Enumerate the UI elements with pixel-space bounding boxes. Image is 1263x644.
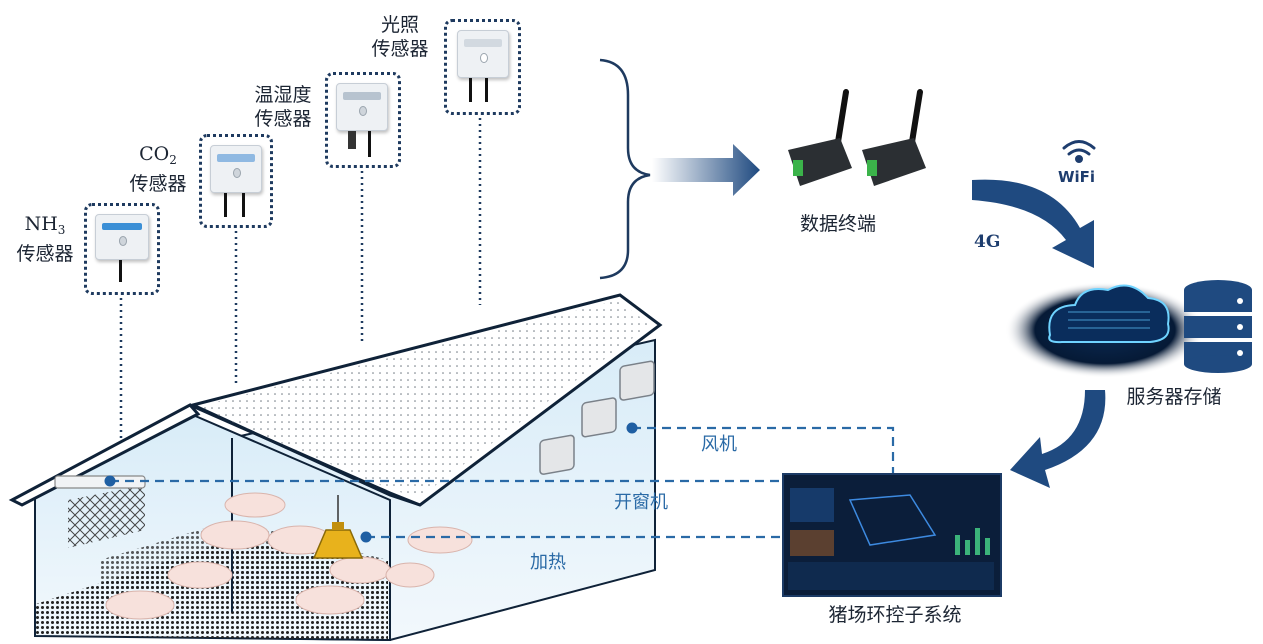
control-system-label: 猪场环控子系统 xyxy=(828,604,962,626)
dashboard-monitor xyxy=(782,473,1002,597)
temperature-humidity-sensor-device xyxy=(336,83,388,131)
sensor-connection-lines xyxy=(119,112,482,440)
co2-sensor-device xyxy=(210,145,262,193)
wifi-label: WiFi xyxy=(1058,168,1096,186)
cloud-database-icon xyxy=(1005,280,1252,378)
nh3-subscript: 3 xyxy=(57,223,66,237)
temperature-humidity-sensor-label: 温湿度 传感器 xyxy=(246,83,320,131)
light-text: 光照 xyxy=(380,14,419,36)
temperature-humidity-text: 温湿度 xyxy=(254,84,312,106)
temperature-humidity-sensor-text: 传感器 xyxy=(254,108,312,130)
co2-sensor-box xyxy=(199,134,273,228)
nh3-formula: NH xyxy=(24,213,58,235)
light-sensor-box xyxy=(444,19,521,115)
light-sensor-text: 传感器 xyxy=(371,38,429,60)
arrow-to-server xyxy=(972,179,1094,268)
window-mesh xyxy=(68,485,145,548)
nh3-sensor-label: NH3 传感器 xyxy=(10,212,80,266)
arrow-to-terminal xyxy=(652,144,760,196)
fan-label: 风机 xyxy=(701,434,737,455)
co2-subscript: 2 xyxy=(169,153,177,167)
actuator-lines xyxy=(110,426,895,539)
light-sensor-label: 光照 传感器 xyxy=(364,13,436,61)
heat-lamp xyxy=(312,495,364,559)
light-sensor-device xyxy=(457,30,509,78)
wifi-icon xyxy=(1062,140,1096,163)
arrow-to-control-system xyxy=(1010,390,1106,488)
pigs xyxy=(105,492,473,620)
nh3-sensor-text: 传感器 xyxy=(16,243,74,265)
nh3-sensor-box xyxy=(84,203,160,295)
co2-formula: CO xyxy=(139,143,170,165)
temperature-humidity-sensor-box xyxy=(325,72,401,168)
sensor-group-brace xyxy=(599,58,651,280)
fan-units xyxy=(539,360,655,475)
data-terminal-device xyxy=(788,89,926,186)
nh3-sensor-device xyxy=(95,214,149,260)
actuator-endpoints xyxy=(104,422,638,543)
window-opener-label: 开窗机 xyxy=(614,492,668,513)
co2-sensor-text: 传感器 xyxy=(129,173,187,195)
co2-sensor-label: CO2 传感器 xyxy=(123,142,193,196)
cellular-4g-label: 4G xyxy=(974,232,1001,252)
heating-label: 加热 xyxy=(530,552,566,573)
data-terminal-label: 数据终端 xyxy=(799,213,876,235)
server-storage-label: 服务器存储 xyxy=(1126,386,1222,408)
